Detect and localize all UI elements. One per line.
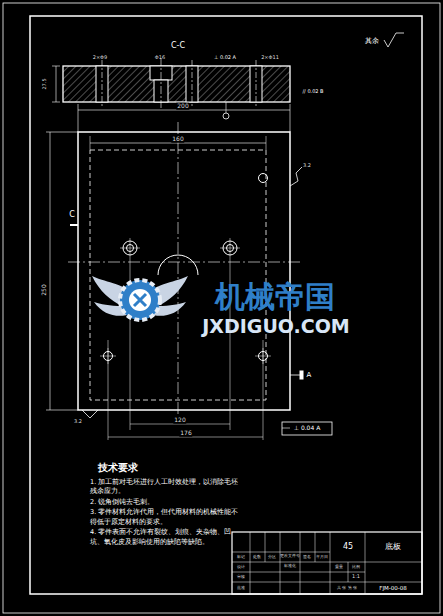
watermark-text: 机械帝国 (215, 280, 335, 313)
tolerance-frame: ⊥ 0.02 A (214, 55, 236, 61)
roughness-value: 3.2 (74, 419, 82, 425)
dimension: 27.5 (42, 78, 48, 89)
watermark-text: JXDIGUO.COM (202, 316, 350, 337)
tolerance-frame: // 0.02 B (302, 89, 323, 95)
table-cell: 共 张 第 张 (337, 586, 357, 590)
table-cell: 1:1 (352, 574, 360, 580)
dimension: 120 (173, 417, 186, 424)
section-marker: C (69, 211, 75, 220)
view-label: C-C (171, 42, 185, 51)
dimension: Φ16 (155, 55, 165, 61)
dimension: 160 (171, 136, 184, 143)
table-cell: 分区 (268, 555, 276, 559)
watermark-logo (92, 276, 188, 320)
table-cell: 签名 (303, 555, 311, 559)
table-cell: 更改文件号 (280, 555, 300, 559)
table-cell: 设计 (237, 565, 245, 569)
part-name-cell: 底板 (385, 543, 401, 552)
material-cell: 45 (343, 543, 353, 552)
dimension: 200 (176, 103, 189, 110)
table-cell: 批准 (237, 586, 245, 590)
notes-title: 技术要求 (98, 462, 138, 473)
note-text: 3. 零件材料允许代用，但代用材料的机械性能不得低于原定材料的要求。 (90, 508, 240, 527)
table-cell: 标记 (237, 555, 245, 559)
roughness-note: 其余 (365, 38, 379, 46)
table-cell: 年月日 (316, 555, 328, 559)
table-cell: 审核 (237, 575, 245, 579)
note-text: 2. 锐角倒钝去毛刺。 (90, 498, 240, 507)
table-cell: 标准化 (284, 565, 296, 569)
table-cell: 重量 (335, 565, 343, 569)
table-cell: 比例 (352, 565, 360, 569)
roughness-value: 3.2 (303, 163, 311, 169)
table-cell: 处数 (253, 555, 261, 559)
dimension: 176 (179, 430, 192, 437)
note-text: 1. 加工前对毛坯进行人工时效处理，以消除毛坯残余应力。 (90, 478, 240, 497)
dimension: 250 (41, 283, 48, 296)
drawing-number-cell: FJM-00-08 (379, 585, 407, 591)
datum-label: A (307, 372, 312, 380)
note-text: 4. 零件表面不允许有裂纹、划痕、夹杂物、凹坑、氧化皮及影响使用的缺陷等缺陷。 (90, 528, 240, 547)
dimension: 2×Φ9 (93, 55, 108, 61)
tolerance-frame: ⊥ 0.04 A (294, 425, 321, 432)
dimension: 2×Φ11 (261, 55, 279, 61)
